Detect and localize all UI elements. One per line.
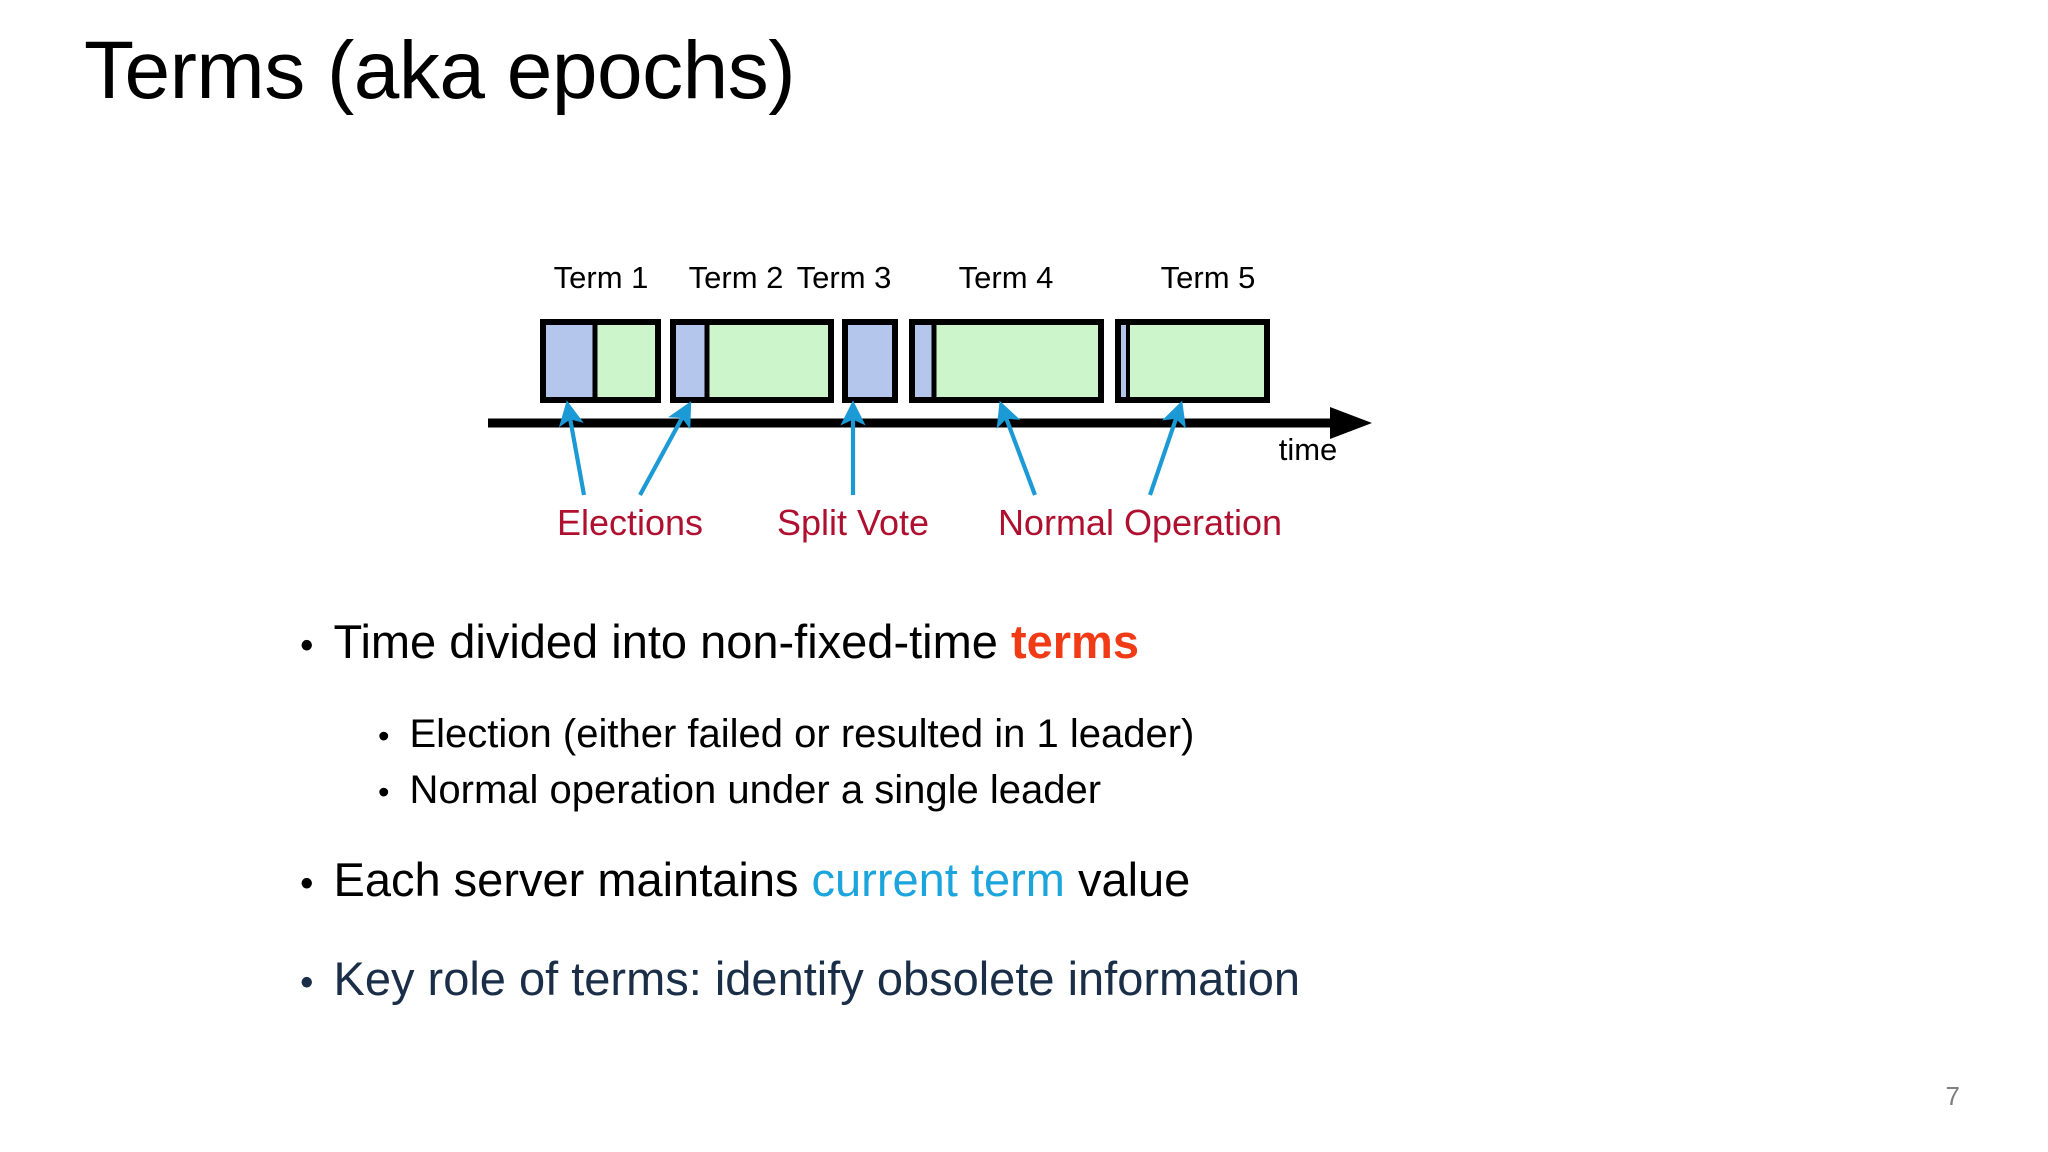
bullet-text: Key role of terms: identify obsolete inf… bbox=[333, 952, 1301, 1006]
callout-split-vote: Split Vote bbox=[777, 502, 929, 543]
term-block-4 bbox=[909, 319, 1104, 403]
bullet-text: Time divided into non-fixed-time terms bbox=[334, 618, 1139, 665]
bullet-item-normal-operation: • Normal operation under a single leader bbox=[378, 770, 1920, 810]
term-4-outline bbox=[909, 319, 1104, 403]
bullet-segment-plain: Each server maintains bbox=[333, 852, 812, 906]
bullet-item-key-role: • Key role of terms: identify obsolete i… bbox=[300, 955, 1920, 1003]
bullet-text: Each server maintains current term value bbox=[334, 856, 1191, 903]
term-label-5: Term 5 bbox=[1161, 260, 1256, 295]
term-2-normal-segment bbox=[706, 321, 832, 401]
term-2-outline bbox=[670, 319, 834, 403]
bullet-text: Normal operation under a single leader bbox=[409, 767, 1102, 812]
callout-elections: Elections bbox=[557, 502, 703, 543]
term-block-5 bbox=[1115, 319, 1270, 403]
bullet-segment-plain: Time divided into non-fixed-time bbox=[333, 615, 1011, 668]
term-4-election-segment bbox=[911, 321, 935, 401]
term-1-outline bbox=[540, 319, 661, 403]
term-label-4: Term 4 bbox=[959, 260, 1054, 295]
term-1-normal-segment bbox=[594, 321, 659, 401]
term-2-election-segment bbox=[672, 321, 708, 401]
arrow-normal-op-term4 bbox=[996, 400, 1037, 496]
term-label-2: Term 2 bbox=[689, 260, 784, 295]
term-3-outline bbox=[842, 319, 898, 403]
bullet-marker-icon: • bbox=[300, 861, 314, 905]
bullet-item-current-term: • Each server maintains current term val… bbox=[300, 856, 1920, 904]
time-axis: time bbox=[488, 407, 1372, 467]
bullet-segment-highlight-terms: terms bbox=[1010, 615, 1139, 668]
term-4-normal-segment bbox=[933, 321, 1102, 401]
page-number: 7 bbox=[1945, 1081, 1960, 1111]
term-label-1: Term 1 bbox=[554, 260, 649, 295]
arrow-normal-op-term5 bbox=[1148, 400, 1186, 496]
page-title: Terms (aka epochs) bbox=[84, 25, 796, 116]
term-1-election-segment bbox=[542, 321, 596, 401]
bullet-text: Election (either failed or resulted in 1… bbox=[409, 711, 1195, 756]
term-block-1 bbox=[540, 319, 661, 403]
term-block-3 bbox=[842, 319, 898, 403]
bullet-marker-icon: • bbox=[378, 716, 390, 754]
arrow-elections-term1 bbox=[558, 400, 587, 496]
bullet-marker-icon: • bbox=[300, 961, 314, 1005]
term-label-3: Term 3 bbox=[797, 260, 892, 295]
term-5-outline bbox=[1115, 319, 1270, 403]
callout-arrows bbox=[558, 400, 1186, 497]
time-axis-arrowhead-icon bbox=[1330, 407, 1372, 439]
callout-normal-operation: Normal Operation bbox=[998, 502, 1282, 543]
term-5-normal-segment bbox=[1127, 321, 1268, 401]
bullet-list: • Time divided into non-fixed-time terms… bbox=[300, 618, 1920, 1025]
term-block-2 bbox=[670, 319, 834, 403]
spacer bbox=[300, 925, 1920, 955]
bullet-segment-plain-tail: value bbox=[1064, 852, 1191, 906]
bullet-item-election: • Election (either failed or resulted in… bbox=[378, 714, 1920, 754]
timeline-svg: Term 1 Term 2 Term 3 Term 4 Term 5 bbox=[488, 260, 1372, 543]
bullet-item-time-divided: • Time divided into non-fixed-time terms bbox=[300, 618, 1920, 666]
arrow-elections-term2 bbox=[638, 401, 692, 497]
bullet-marker-icon: • bbox=[300, 624, 314, 667]
terms-timeline-diagram: Term 1 Term 2 Term 3 Term 4 Term 5 bbox=[488, 250, 1560, 550]
bullet-marker-icon: • bbox=[378, 772, 390, 810]
spacer bbox=[300, 688, 1920, 714]
time-axis-label: time bbox=[1279, 432, 1338, 467]
term-3-election-segment bbox=[844, 321, 896, 401]
spacer bbox=[300, 826, 1920, 856]
bullet-segment-highlight-current-term: current term bbox=[811, 852, 1065, 906]
